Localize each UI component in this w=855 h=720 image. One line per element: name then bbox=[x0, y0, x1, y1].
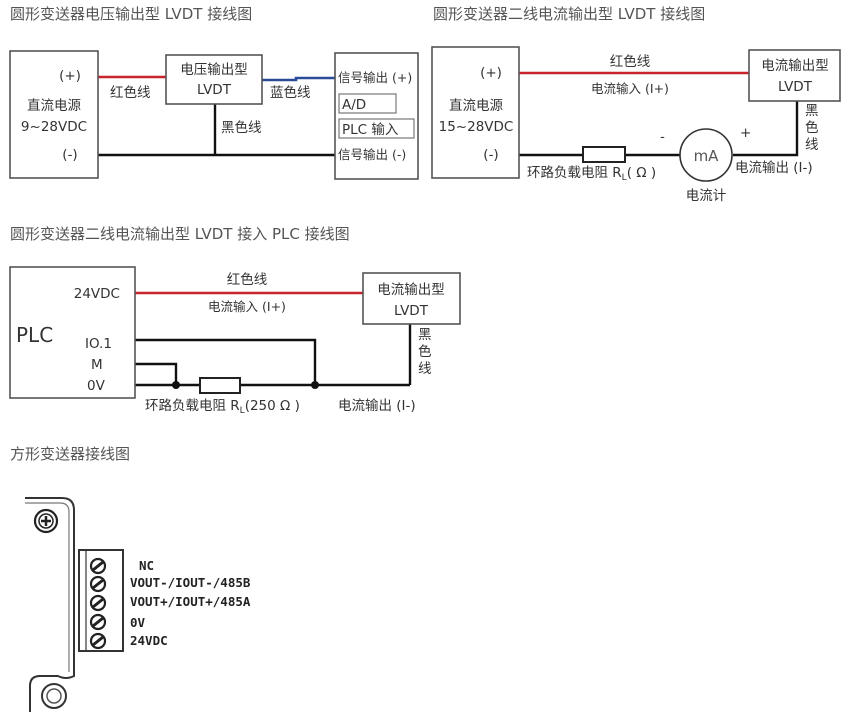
terminal-screw-slot bbox=[92, 597, 104, 609]
housing-inner bbox=[25, 502, 70, 672]
blue-wire-label: 蓝色线 bbox=[270, 84, 311, 101]
black-wire-m bbox=[135, 362, 178, 385]
red-wire-label: 红色线 bbox=[227, 271, 268, 288]
supply-range: 9~28VDC bbox=[21, 119, 87, 135]
terminal-label-vout-plus: VOUT+/IOUT+/485A bbox=[130, 594, 251, 609]
red-wire-label: 红色线 bbox=[610, 53, 651, 70]
lvdt-current-box bbox=[748, 49, 841, 102]
load-resistor bbox=[582, 146, 626, 163]
ad-label: A/D bbox=[342, 97, 366, 113]
terminal-screw-slot bbox=[92, 616, 104, 628]
plc-input-label: PLC 输入 bbox=[342, 122, 399, 138]
diagram3-title: 圆形变送器二线电流输出型 LVDT 接入 PLC 接线图 bbox=[10, 225, 350, 243]
meter-minus: - bbox=[660, 129, 665, 145]
black-wire-io bbox=[135, 338, 317, 385]
terminal-screw-slot bbox=[92, 635, 104, 647]
supply-plus: (+) bbox=[59, 68, 81, 84]
supply-plus: (+) bbox=[480, 65, 502, 81]
terminal-screw-slot bbox=[92, 578, 104, 590]
terminal-label-24vdc: 24VDC bbox=[130, 633, 168, 648]
black-wire-char2: 色 bbox=[418, 343, 432, 360]
signal-minus: 信号输出 (-) bbox=[338, 147, 406, 162]
diagram2-title: 圆形变送器二线电流输出型 LVDT 接线图 bbox=[433, 5, 705, 23]
diagram-current-plc: 圆形变送器二线电流输出型 LVDT 接入 PLC 接线图 24VDC PLC I… bbox=[9, 225, 461, 416]
current-in-label: 电流输入 (I+) bbox=[591, 81, 669, 96]
supply-range: 15~28VDC bbox=[439, 119, 514, 135]
diagram1-title: 圆形变送器电压输出型 LVDT 接线图 bbox=[10, 5, 252, 23]
resistor-label: 环路负载电阻 RL(250 Ω ) bbox=[145, 398, 300, 416]
dc-supply-box bbox=[9, 50, 99, 179]
lvdt-current-box bbox=[362, 272, 461, 325]
junction-dot bbox=[172, 381, 180, 389]
black-wire-char1: 黑 bbox=[805, 103, 819, 119]
device-line2: LVDT bbox=[197, 82, 232, 98]
diagram-square-transmitter: 方形变送器接线图 NC VOUT-/IOUT-/485B VOUT+/IOUT+… bbox=[10, 445, 251, 712]
ammeter-symbol: mA bbox=[694, 147, 720, 165]
diagram-current-output: 圆形变送器二线电流输出型 LVDT 接线图 (+) 直流电源 15~28VDC … bbox=[431, 5, 841, 204]
black-wire-char2: 色 bbox=[805, 119, 819, 136]
plc-m: M bbox=[91, 357, 103, 373]
housing-outline bbox=[25, 497, 75, 712]
mount-hole-inner bbox=[46, 688, 62, 704]
junction-dot bbox=[311, 381, 319, 389]
plc-24v: 24VDC bbox=[74, 286, 120, 302]
plc-0v: 0V bbox=[87, 378, 106, 394]
plc-name: PLC bbox=[16, 323, 53, 347]
resistor-label: 环路负载电阻 RL( Ω ) bbox=[527, 165, 656, 183]
supply-minus: (-) bbox=[483, 147, 498, 163]
receiver-box bbox=[334, 52, 419, 180]
terminal-label-nc: NC bbox=[139, 558, 154, 573]
diagram4-title: 方形变送器接线图 bbox=[10, 445, 130, 463]
ammeter bbox=[679, 128, 733, 182]
load-resistor bbox=[199, 377, 241, 394]
black-wire-char3: 线 bbox=[805, 137, 819, 153]
current-out-label: 电流输出 (I-) bbox=[338, 398, 416, 414]
red-wire-label: 红色线 bbox=[110, 84, 151, 101]
signal-plus: 信号输出 (+) bbox=[338, 70, 412, 85]
plc-input-box bbox=[338, 118, 415, 139]
lvdt-voltage-box bbox=[165, 54, 263, 105]
plc-box bbox=[9, 266, 136, 399]
black-wire-right bbox=[733, 101, 799, 157]
device-line1: 电压输出型 bbox=[180, 62, 248, 78]
current-in-label: 电流输入 (I+) bbox=[208, 299, 286, 314]
current-out-label: 电流输出 (I-) bbox=[735, 160, 813, 176]
supply-name: 直流电源 bbox=[449, 98, 503, 114]
dc-supply-box bbox=[431, 46, 520, 179]
device-line2: LVDT bbox=[394, 303, 429, 319]
supply-name: 直流电源 bbox=[27, 98, 81, 114]
supply-minus: (-) bbox=[62, 147, 77, 163]
black-wire-char1: 黑 bbox=[418, 327, 432, 343]
meter-label: 电流计 bbox=[686, 188, 727, 204]
black-wire-char3: 线 bbox=[418, 361, 432, 377]
terminal-label-0v: 0V bbox=[130, 615, 146, 630]
device-line1: 电流输出型 bbox=[761, 58, 829, 74]
device-line2: LVDT bbox=[778, 79, 813, 95]
terminal-screws bbox=[89, 557, 107, 650]
black-wire-label: 黑色线 bbox=[221, 119, 262, 136]
meter-plus: + bbox=[740, 125, 751, 141]
plc-io: IO.1 bbox=[85, 336, 112, 352]
device-line1: 电流输出型 bbox=[377, 282, 445, 298]
blue-wire bbox=[262, 76, 335, 82]
terminal-label-vout-minus: VOUT-/IOUT-/485B bbox=[130, 575, 251, 590]
ad-box bbox=[338, 93, 397, 114]
terminal-screw-slot bbox=[92, 560, 104, 572]
diagram-voltage-output: 圆形变送器电压输出型 LVDT 接线图 (+) 直流电源 9~28VDC (-)… bbox=[9, 5, 419, 180]
